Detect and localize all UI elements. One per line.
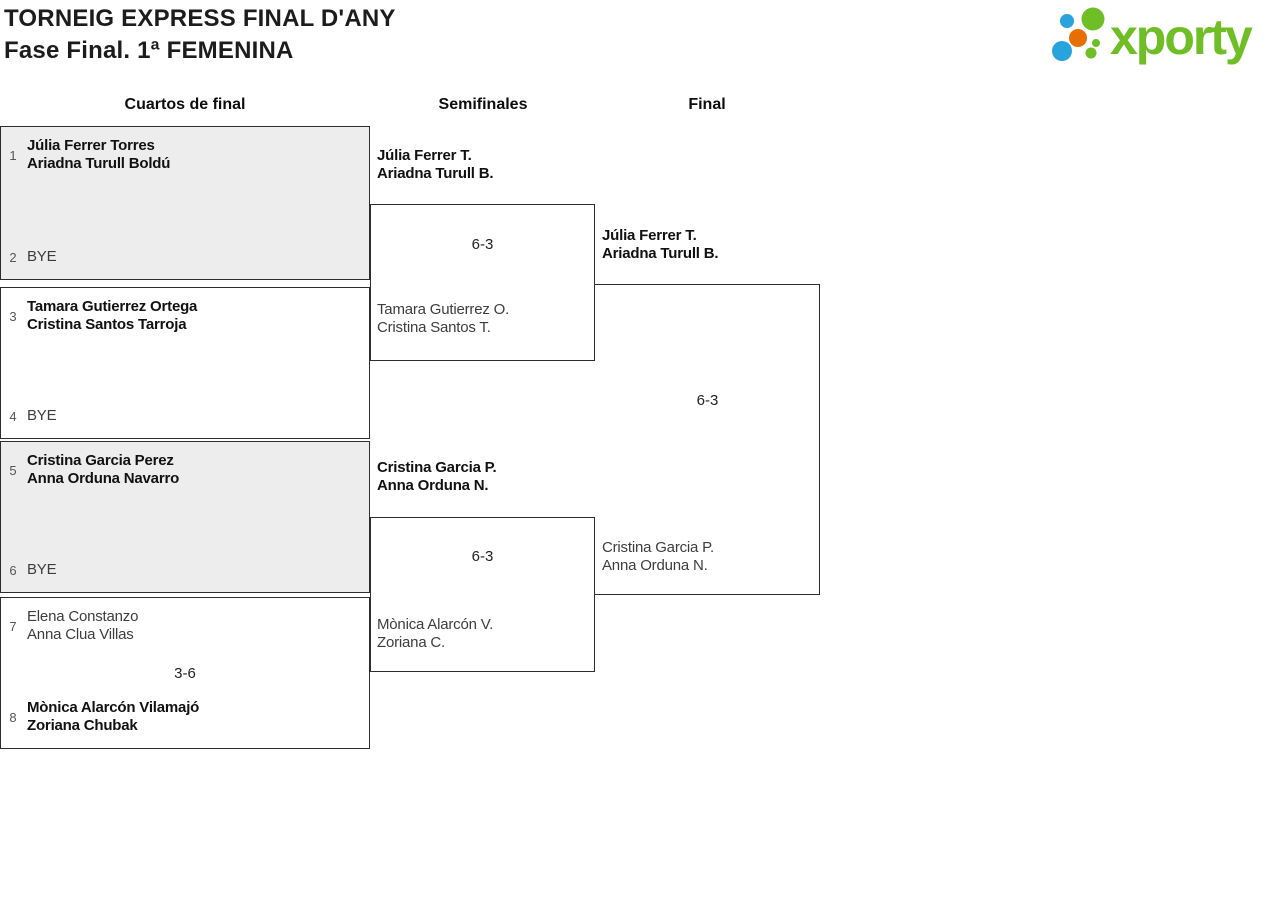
seed-number: 6: [9, 562, 17, 578]
sf2-top-team: Cristina Garcia P. Anna Orduna N.: [377, 459, 497, 494]
final-score: 6-3: [696, 392, 719, 409]
team-slot-seed-8: 8 Mònica Alarcón Vilamajó Zoriana Chubak: [5, 699, 365, 735]
seed-number: 2: [9, 249, 17, 265]
qf-match-3: 5 Cristina Garcia Perez Anna Orduna Nava…: [0, 441, 370, 593]
team-names: Tamara Gutierrez Ortega Cristina Santos …: [27, 298, 198, 333]
team-slot-seed-5: 5 Cristina Garcia Perez Anna Orduna Nava…: [5, 452, 365, 488]
final-box-right-line: [819, 284, 820, 595]
page-title: TORNEIG EXPRESS FINAL D'ANY: [4, 5, 396, 32]
page-subtitle: Fase Final. 1ª FEMENINA: [4, 37, 294, 64]
seed-number: 3: [9, 308, 17, 324]
seed-number: 4: [9, 408, 17, 424]
qf-match-2: 3 Tamara Gutierrez Ortega Cristina Santo…: [0, 287, 370, 439]
bye-label: BYE: [27, 407, 57, 424]
seed-number: 8: [9, 709, 17, 725]
team-names: Júlia Ferrer Torres Ariadna Turull Boldú: [27, 137, 171, 172]
sf2-score: 6-3: [471, 548, 494, 565]
sf-match-2-box: [370, 517, 595, 672]
sf1-top-team: Júlia Ferrer T. Ariadna Turull B.: [377, 147, 494, 182]
final-bottom-team: Cristina Garcia P. Anna Orduna N.: [602, 539, 714, 574]
team-slot-seed-6: 6 BYE: [5, 561, 365, 579]
sf1-bottom-team: Tamara Gutierrez O. Cristina Santos T.: [377, 301, 510, 336]
seed-number: 7: [9, 618, 17, 634]
team-slot-seed-1: 1 Júlia Ferrer Torres Ariadna Turull Bol…: [5, 137, 365, 173]
column-header-final: Final: [688, 96, 726, 113]
team-names: Cristina Garcia Perez Anna Orduna Navarr…: [27, 452, 180, 487]
team-slot-seed-2: 2 BYE: [5, 248, 365, 266]
bye-label: BYE: [27, 561, 57, 578]
final-top-team: Júlia Ferrer T. Ariadna Turull B.: [602, 227, 719, 262]
qf-match-4: 7 Elena Constanzo Anna Clua Villas 3-6 8…: [0, 597, 370, 749]
column-header-semifinals: Semifinales: [438, 96, 528, 113]
xporty-logo[interactable]: xporty: [1048, 4, 1276, 76]
xporty-logo-text: xporty: [1110, 9, 1253, 65]
final-box-bottom-line: [595, 594, 820, 595]
match-score: 3-6: [174, 665, 196, 682]
team-names: Elena Constanzo Anna Clua Villas: [27, 608, 139, 643]
sf-match-1-box: [370, 204, 595, 361]
team-slot-seed-7: 7 Elena Constanzo Anna Clua Villas: [5, 608, 365, 644]
team-slot-seed-3: 3 Tamara Gutierrez Ortega Cristina Santo…: [5, 298, 365, 334]
sf2-bottom-team: Mònica Alarcón V. Zoriana C.: [377, 616, 494, 651]
xporty-dots-icon: [1052, 7, 1105, 61]
column-header-quarterfinals: Cuartos de final: [124, 96, 246, 113]
team-slot-seed-4: 4 BYE: [5, 407, 365, 425]
sf1-score: 6-3: [471, 236, 494, 253]
bye-label: BYE: [27, 248, 57, 265]
final-box-top-line: [595, 284, 820, 285]
seed-number: 1: [9, 147, 17, 163]
seed-number: 5: [9, 462, 17, 478]
team-names: Mònica Alarcón Vilamajó Zoriana Chubak: [27, 699, 200, 734]
qf-match-1: 1 Júlia Ferrer Torres Ariadna Turull Bol…: [0, 126, 370, 280]
